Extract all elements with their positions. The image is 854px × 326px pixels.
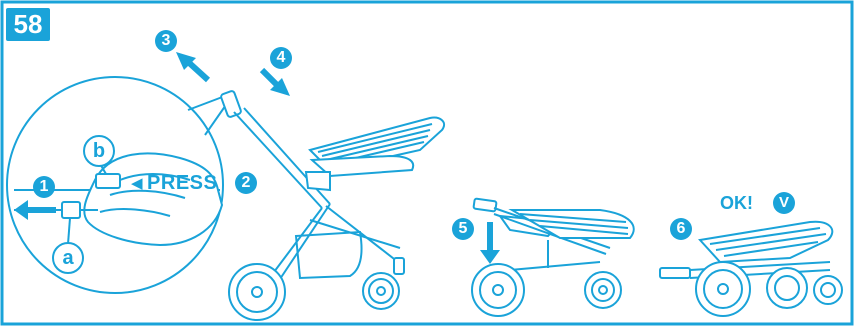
press-label: PRESS xyxy=(147,172,217,194)
press-instruction: ◀PRESS xyxy=(131,172,217,195)
step-1-badge: 1 xyxy=(33,176,55,198)
stroller-open xyxy=(220,90,444,320)
arrow-down-right-icon xyxy=(262,70,290,96)
ok-label: OK! xyxy=(720,192,753,214)
triangle-left-icon: ◀ xyxy=(131,173,143,195)
step-3-badge: 3 xyxy=(155,30,177,52)
callout-a: a xyxy=(53,243,83,273)
callout-b: b xyxy=(84,136,114,166)
arrow-up-left-icon xyxy=(176,52,208,80)
step-4-badge: 4 xyxy=(270,47,292,69)
stroller-folding xyxy=(472,199,634,316)
check-badge-icon: V xyxy=(773,192,795,214)
page-number: 58 xyxy=(6,8,50,41)
arrow-down-icon xyxy=(480,222,500,264)
step-6-badge: 6 xyxy=(670,218,692,240)
step-5-badge: 5 xyxy=(452,218,474,240)
step-2-badge: 2 xyxy=(235,172,257,194)
